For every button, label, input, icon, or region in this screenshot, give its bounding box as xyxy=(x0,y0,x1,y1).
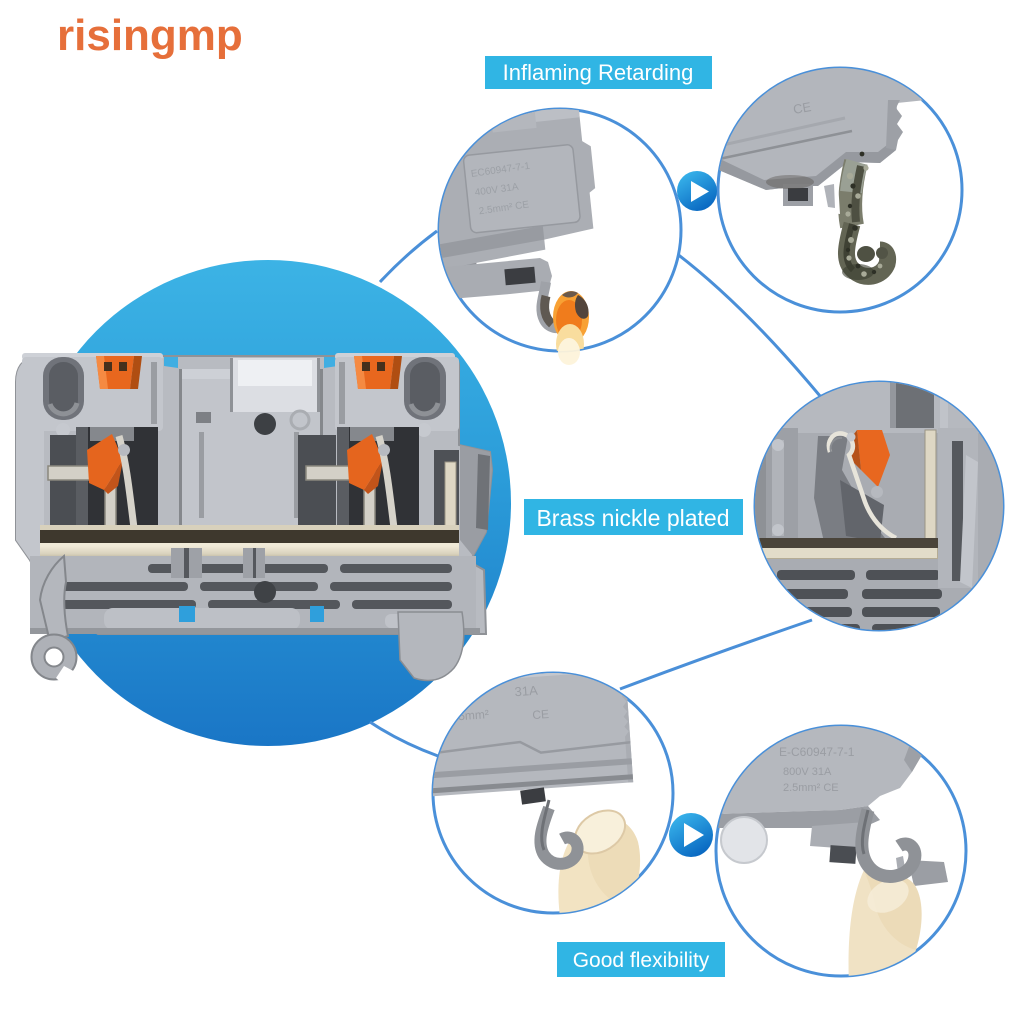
svg-text:2.5mm² CE: 2.5mm² CE xyxy=(783,782,839,794)
svg-text:800V 31A: 800V 31A xyxy=(783,766,832,778)
svg-text:Good flexibility: Good flexibility xyxy=(573,949,710,972)
svg-text:E-C60947-7-1: E-C60947-7-1 xyxy=(779,745,855,759)
svg-text:CE: CE xyxy=(792,99,813,117)
svg-text:risingmp: risingmp xyxy=(57,11,243,60)
svg-text:Brass nickle plated: Brass nickle plated xyxy=(536,505,729,531)
svg-text:Inflaming Retarding: Inflaming Retarding xyxy=(503,60,694,85)
svg-text:31A: 31A xyxy=(514,683,538,700)
svg-text:CE: CE xyxy=(532,707,550,722)
